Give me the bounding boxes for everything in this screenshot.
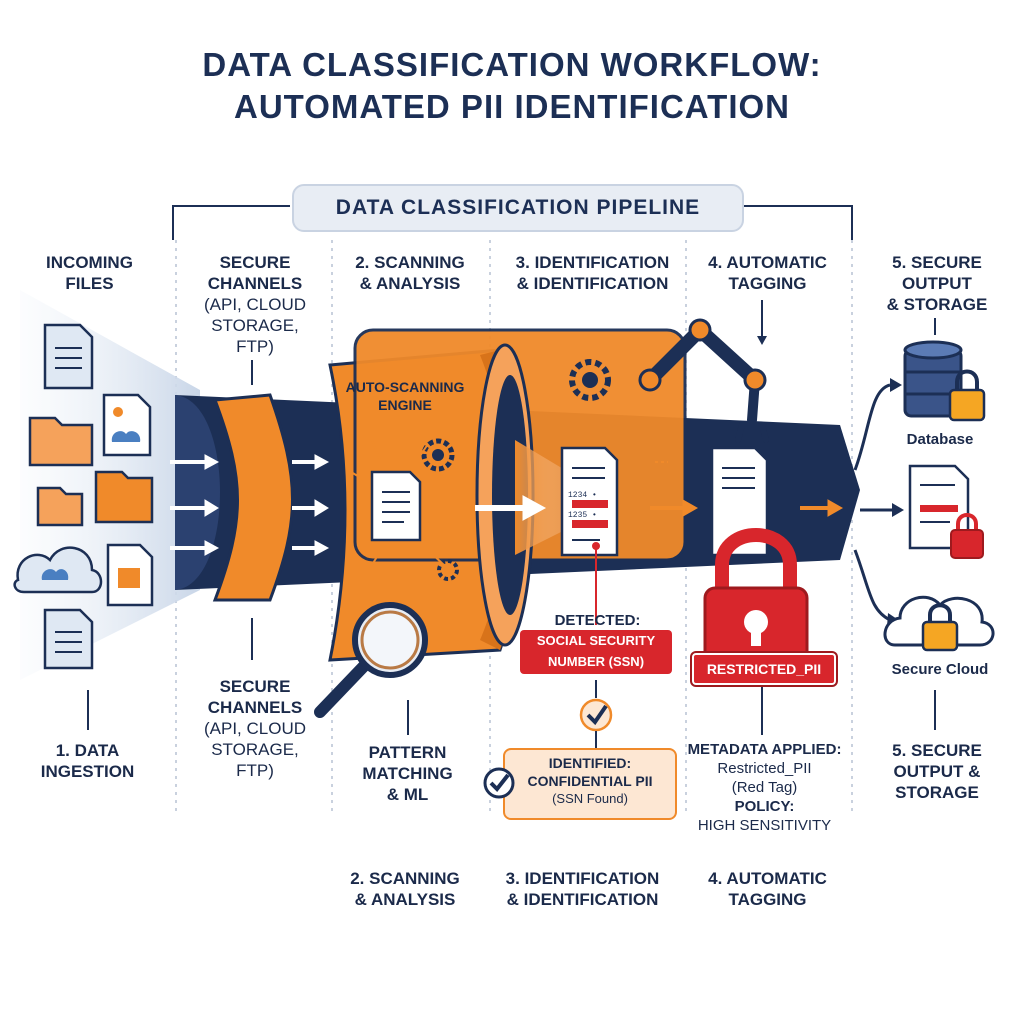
label-pattern-matching: PATTERN MATCHING & ML (345, 742, 470, 805)
label-line: & IDENTIFICATION (506, 890, 659, 909)
identified-heading: IDENTIFIED: (548, 755, 632, 771)
engine-label: AUTO-SCANNING ENGINE (335, 378, 475, 414)
scan-rays (347, 435, 445, 569)
metadata-value: Restricted_PII (717, 760, 812, 777)
label-line: ENGINE (378, 397, 432, 413)
label-line: CHANNELS (207, 698, 303, 717)
secure-channel-ring (212, 393, 294, 602)
label-line: & IDENTIFICATION (516, 274, 669, 293)
detected-heading: DETECTED: (554, 612, 641, 629)
label-identification-bottom: 3. IDENTIFICATION & IDENTIFICATION (485, 868, 680, 910)
pii-document-icon (560, 446, 619, 557)
identified-note: (SSN Found) (552, 791, 628, 806)
label-data-ingestion: 1. DATA INGESTION (15, 740, 160, 782)
doc-line-2: 1235 • (568, 511, 597, 520)
incoming-file-icons (13, 323, 154, 670)
scanned-document-icon (370, 470, 422, 542)
label-incoming-files: INCOMING FILES (22, 252, 157, 294)
label-line: & STORAGE (886, 295, 988, 314)
label-line: SECURE (219, 677, 291, 696)
label-line: 2. SCANNING (350, 869, 460, 888)
metadata-heading: METADATA APPLIED: (687, 741, 842, 758)
label-tagging-top: 4. AUTOMATIC TAGGING (690, 252, 845, 294)
label-line: & ML (386, 785, 429, 804)
label-secure-channels-bottom: SECURE CHANNELS (API, CLOUD STORAGE, FTP… (185, 676, 325, 781)
label-line: AUTO-SCANNING (345, 379, 465, 395)
label-secure-channels-top: SECURE CHANNELS (API, CLOUD STORAGE, FTP… (185, 252, 325, 357)
restricted-tag: RESTRICTED_PII (692, 653, 836, 685)
label-line: INCOMING (46, 253, 133, 272)
metadata-block: METADATA APPLIED: Restricted_PII (Red Ta… (682, 740, 847, 835)
label-line: 1. DATA (55, 741, 120, 760)
check-icon (483, 767, 515, 799)
title-line-2: AUTOMATED PII IDENTIFICATION (234, 88, 790, 125)
detected-badge: SOCIAL SECURITY NUMBER (SSN) (520, 630, 672, 674)
gear-icon (421, 438, 455, 472)
label-line: NUMBER (SSN) (547, 654, 645, 669)
lock-icon (921, 603, 959, 652)
label-line: OUTPUT & (893, 762, 981, 781)
label-scanning-bottom: 2. SCANNING & ANALYSIS (330, 868, 480, 910)
label-line: TAGGING (728, 890, 807, 909)
label-line: 4. AUTOMATIC (708, 253, 827, 272)
label-line: & ANALYSIS (359, 274, 461, 293)
label-line: OUTPUT (902, 274, 972, 293)
label-output-bottom: 5. SECURE OUTPUT & STORAGE (862, 740, 1012, 803)
lock-icon (948, 369, 986, 422)
label-line: MATCHING (362, 764, 453, 783)
scan-beam (515, 440, 565, 555)
label-line: PATTERN (368, 743, 447, 762)
label-line: CHANNELS (207, 274, 303, 293)
label-line: FTP) (236, 761, 274, 780)
label-output-top: 5. SECURE OUTPUT & STORAGE (862, 252, 1012, 315)
label-scanning-top: 2. SCANNING & ANALYSIS (335, 252, 485, 294)
policy-value: HIGH SENSITIVITY (697, 817, 832, 834)
page-title: DATA CLASSIFICATION WORKFLOW: AUTOMATED … (0, 44, 1024, 128)
label-line: 2. SCANNING (355, 253, 465, 272)
gear-icon (569, 359, 611, 401)
label-line: 3. IDENTIFICATION (505, 869, 660, 888)
label-line: SOCIAL SECURITY (536, 633, 656, 648)
metadata-note: (Red Tag) (731, 779, 798, 796)
doc-line-1: 1234 • (568, 491, 597, 500)
label-line: 3. IDENTIFICATION (515, 253, 670, 272)
label-line: 5. SECURE (892, 741, 982, 760)
database-icon (903, 340, 963, 418)
label-line: 5. SECURE (892, 253, 982, 272)
identified-box: IDENTIFIED: CONFIDENTIAL PII (SSN Found) (503, 748, 677, 820)
label-line: (API, CLOUD (203, 719, 307, 738)
robot-arm-icon (638, 318, 769, 443)
label-line: INGESTION (40, 762, 135, 781)
label-secure-cloud: Secure Cloud (891, 661, 989, 678)
label-line: STORAGE (895, 783, 979, 802)
check-icon (579, 698, 613, 732)
label-line: STORAGE, (211, 316, 299, 335)
label-line: STORAGE, (211, 740, 299, 759)
flow-arrows (650, 461, 844, 517)
label-tagging-bottom: 4. AUTOMATIC TAGGING (690, 868, 845, 910)
output-branch-arrows (853, 383, 892, 622)
pipeline-frame (172, 205, 853, 240)
magnifier-icon (314, 602, 428, 718)
label-identification-top: 3. IDENTIFICATION & IDENTIFICATION (495, 252, 690, 294)
label-line: & ANALYSIS (354, 890, 456, 909)
incoming-arrows (170, 454, 547, 556)
label-line: FILES (65, 274, 114, 293)
label-database: Database (906, 431, 974, 448)
title-line-1: DATA CLASSIFICATION WORKFLOW: (202, 46, 822, 83)
pipeline-label: DATA CLASSIFICATION PIPELINE (292, 184, 744, 232)
label-line: TAGGING (728, 274, 807, 293)
lock-icon (950, 513, 984, 559)
label-line: FTP) (236, 337, 274, 356)
label-line: (API, CLOUD (203, 295, 307, 314)
label-line: SECURE (219, 253, 291, 272)
identified-value: CONFIDENTIAL PII (527, 773, 653, 789)
label-line: 4. AUTOMATIC (708, 869, 827, 888)
policy-heading: POLICY: (734, 798, 795, 815)
gear-icon (437, 559, 459, 581)
